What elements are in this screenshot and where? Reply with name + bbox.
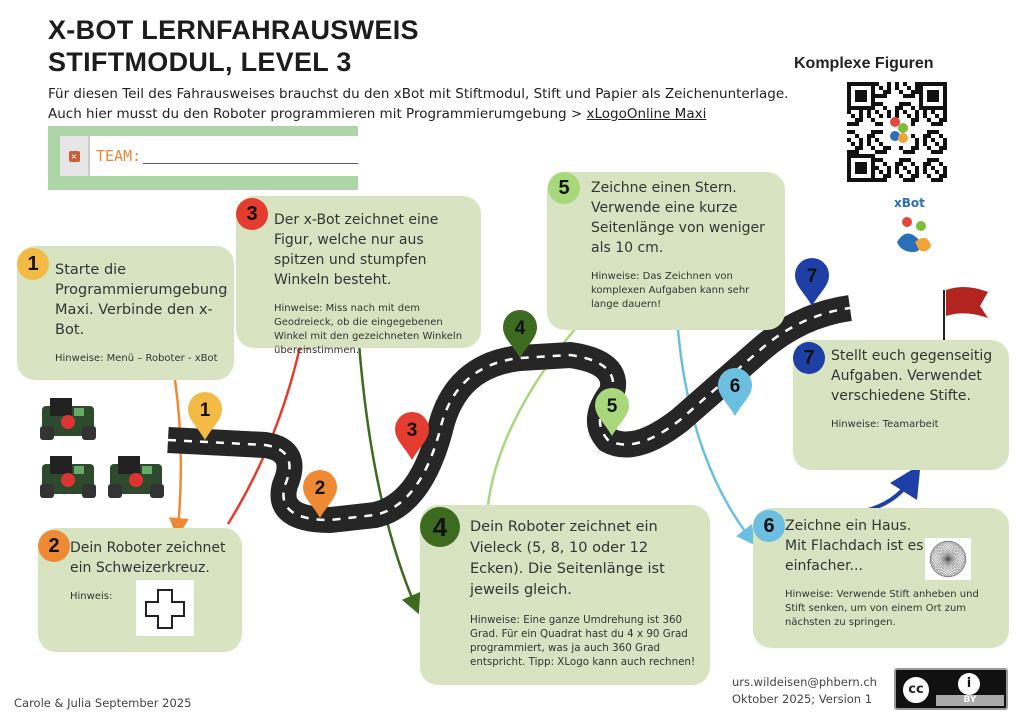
svg-text:1: 1 <box>200 400 211 421</box>
svg-text:2: 2 <box>315 478 326 499</box>
robot-images <box>40 398 164 498</box>
intro-text: Für diesen Teil des Fahrausweises brauch… <box>48 86 789 122</box>
finish-flag-icon <box>946 286 988 318</box>
attribution-icon: i <box>958 673 980 695</box>
svg-text:5: 5 <box>607 396 618 417</box>
cc-icon: cc <box>900 674 932 706</box>
task-card-1: Starte die Programmierumgebung Maxi. Ver… <box>17 246 234 380</box>
xbot-robot-image <box>108 456 164 498</box>
task-number-1: 1 <box>17 248 49 280</box>
team-field: × TEAM: <box>48 126 358 190</box>
road-pin-7: 7 <box>795 258 829 306</box>
email-link[interactable]: urs.wildeisen@phbern.ch <box>732 675 877 689</box>
swiss-cross-image <box>136 580 194 636</box>
task-number-3: 3 <box>236 198 268 230</box>
cc-by-license-badge[interactable]: cc i BY <box>894 668 1008 710</box>
svg-text:4: 4 <box>515 318 526 339</box>
xlogo-link[interactable]: xLogoOnline Maxi <box>586 106 707 122</box>
team-input[interactable] <box>143 162 358 164</box>
qr-code[interactable] <box>845 80 949 184</box>
task-number-5: 5 <box>548 172 580 204</box>
task-number-4: 4 <box>420 507 460 547</box>
road-pin-5: 5 <box>595 388 629 436</box>
xbot-robot-image <box>40 456 96 498</box>
svg-text:3: 3 <box>407 420 418 441</box>
svg-text:6: 6 <box>730 376 741 397</box>
arrow-3-4 <box>356 329 421 615</box>
task-number-6: 6 <box>753 510 785 542</box>
road-pin-6: 6 <box>718 368 752 416</box>
road-pin-4: 4 <box>503 310 537 358</box>
xbot-logo-icon <box>897 217 931 252</box>
arrow-5-6 <box>676 329 757 546</box>
task-card-6: Zeichne ein Haus. Mit Flachdach ist es e… <box>753 508 1009 648</box>
task-card-2: Dein Roboter zeichnet ein Schweizerkreuz… <box>38 528 242 652</box>
task-number-7: 7 <box>793 342 825 374</box>
task-number-2: 2 <box>38 530 70 562</box>
qr-title: Komplexe Figuren <box>794 55 934 72</box>
arrow-1-2 <box>168 379 189 538</box>
xbot-robot-image <box>40 398 96 440</box>
task-card-7: Stellt euch gegenseitig Aufgaben. Verwen… <box>793 340 1009 470</box>
task-card-3: Der x-Bot zeichnet eine Figur, welche nu… <box>236 196 481 356</box>
task-card-4: Dein Roboter zeichnet ein Vieleck (5, 8,… <box>420 505 710 685</box>
road-pin-3: 3 <box>395 412 429 460</box>
svg-text:7: 7 <box>807 266 818 287</box>
xbot-logo: xBot <box>894 196 925 210</box>
arrow-6-7 <box>859 464 921 514</box>
road-pin-1: 1 <box>188 392 222 440</box>
authors: Carole & Julia September 2025 <box>14 696 192 710</box>
close-icon: × <box>60 136 90 176</box>
team-label: TEAM: <box>96 147 142 165</box>
road-pin-2: 2 <box>303 470 337 518</box>
spirograph-image <box>925 538 971 580</box>
task-card-5: Zeichne einen Stern. Verwende eine kurze… <box>547 172 785 330</box>
